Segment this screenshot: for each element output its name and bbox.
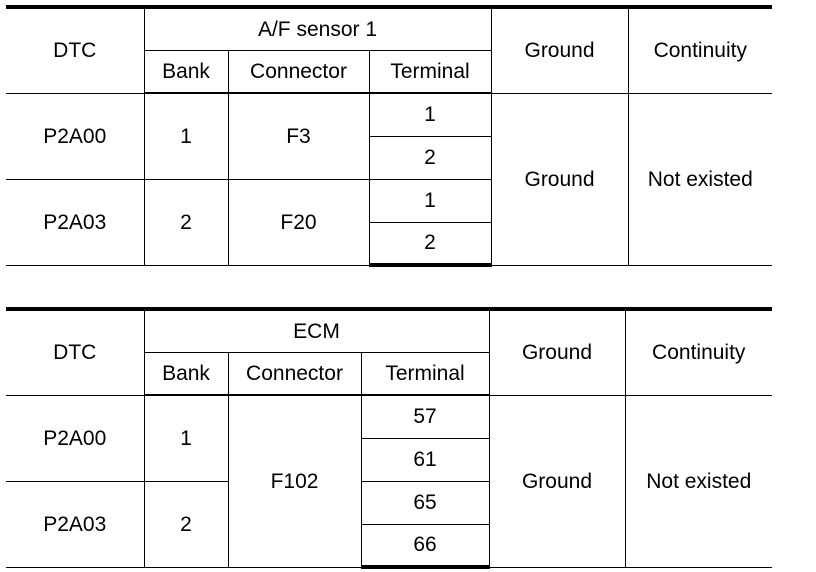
cell-dtc: P2A03 [6, 480, 145, 568]
header-terminal: Terminal [360, 351, 489, 396]
cell-connector: F102 [227, 394, 362, 568]
header-group: ECM [143, 307, 490, 353]
header-dtc: DTC [6, 5, 145, 94]
cell-terminal: 1 [368, 178, 492, 223]
af-sensor-table: DTC A/F sensor 1 Ground Continuity Bank … [6, 5, 773, 267]
header-terminal: Terminal [368, 49, 492, 94]
header-bank: Bank [144, 49, 229, 94]
cell-connector: F3 [227, 92, 370, 180]
cell-terminal: 2 [369, 221, 492, 267]
header-dtc: DTC [6, 307, 145, 396]
cell-ground: Ground [488, 394, 626, 568]
cell-dtc: P2A00 [6, 92, 145, 180]
cell-continuity: Not existed [624, 394, 772, 568]
cell-connector: F20 [227, 178, 370, 266]
cell-bank: 1 [143, 92, 229, 180]
cell-ground: Ground [490, 92, 629, 266]
header-connector: Connector [227, 49, 370, 94]
header-continuity: Continuity [624, 307, 772, 396]
cell-terminal: 66 [361, 523, 489, 569]
cell-terminal: 65 [360, 480, 489, 525]
cell-dtc: P2A00 [6, 394, 145, 482]
cell-terminal: 1 [368, 92, 492, 137]
cell-bank: 2 [143, 178, 229, 266]
cell-terminal: 57 [360, 394, 490, 439]
cell-continuity: Not existed [627, 92, 773, 266]
header-ground: Ground [488, 307, 626, 396]
cell-dtc: P2A03 [6, 178, 145, 266]
header-connector: Connector [227, 351, 362, 396]
ecm-table: DTC ECM Ground Continuity Bank Connector… [6, 307, 772, 569]
cell-terminal: 2 [369, 135, 492, 180]
cell-bank: 1 [143, 394, 229, 482]
header-continuity: Continuity [627, 5, 773, 94]
cell-bank: 2 [143, 480, 229, 568]
header-bank: Bank [144, 351, 229, 396]
cell-terminal: 61 [361, 437, 489, 482]
header-group: A/F sensor 1 [143, 5, 492, 51]
header-ground: Ground [490, 5, 629, 94]
